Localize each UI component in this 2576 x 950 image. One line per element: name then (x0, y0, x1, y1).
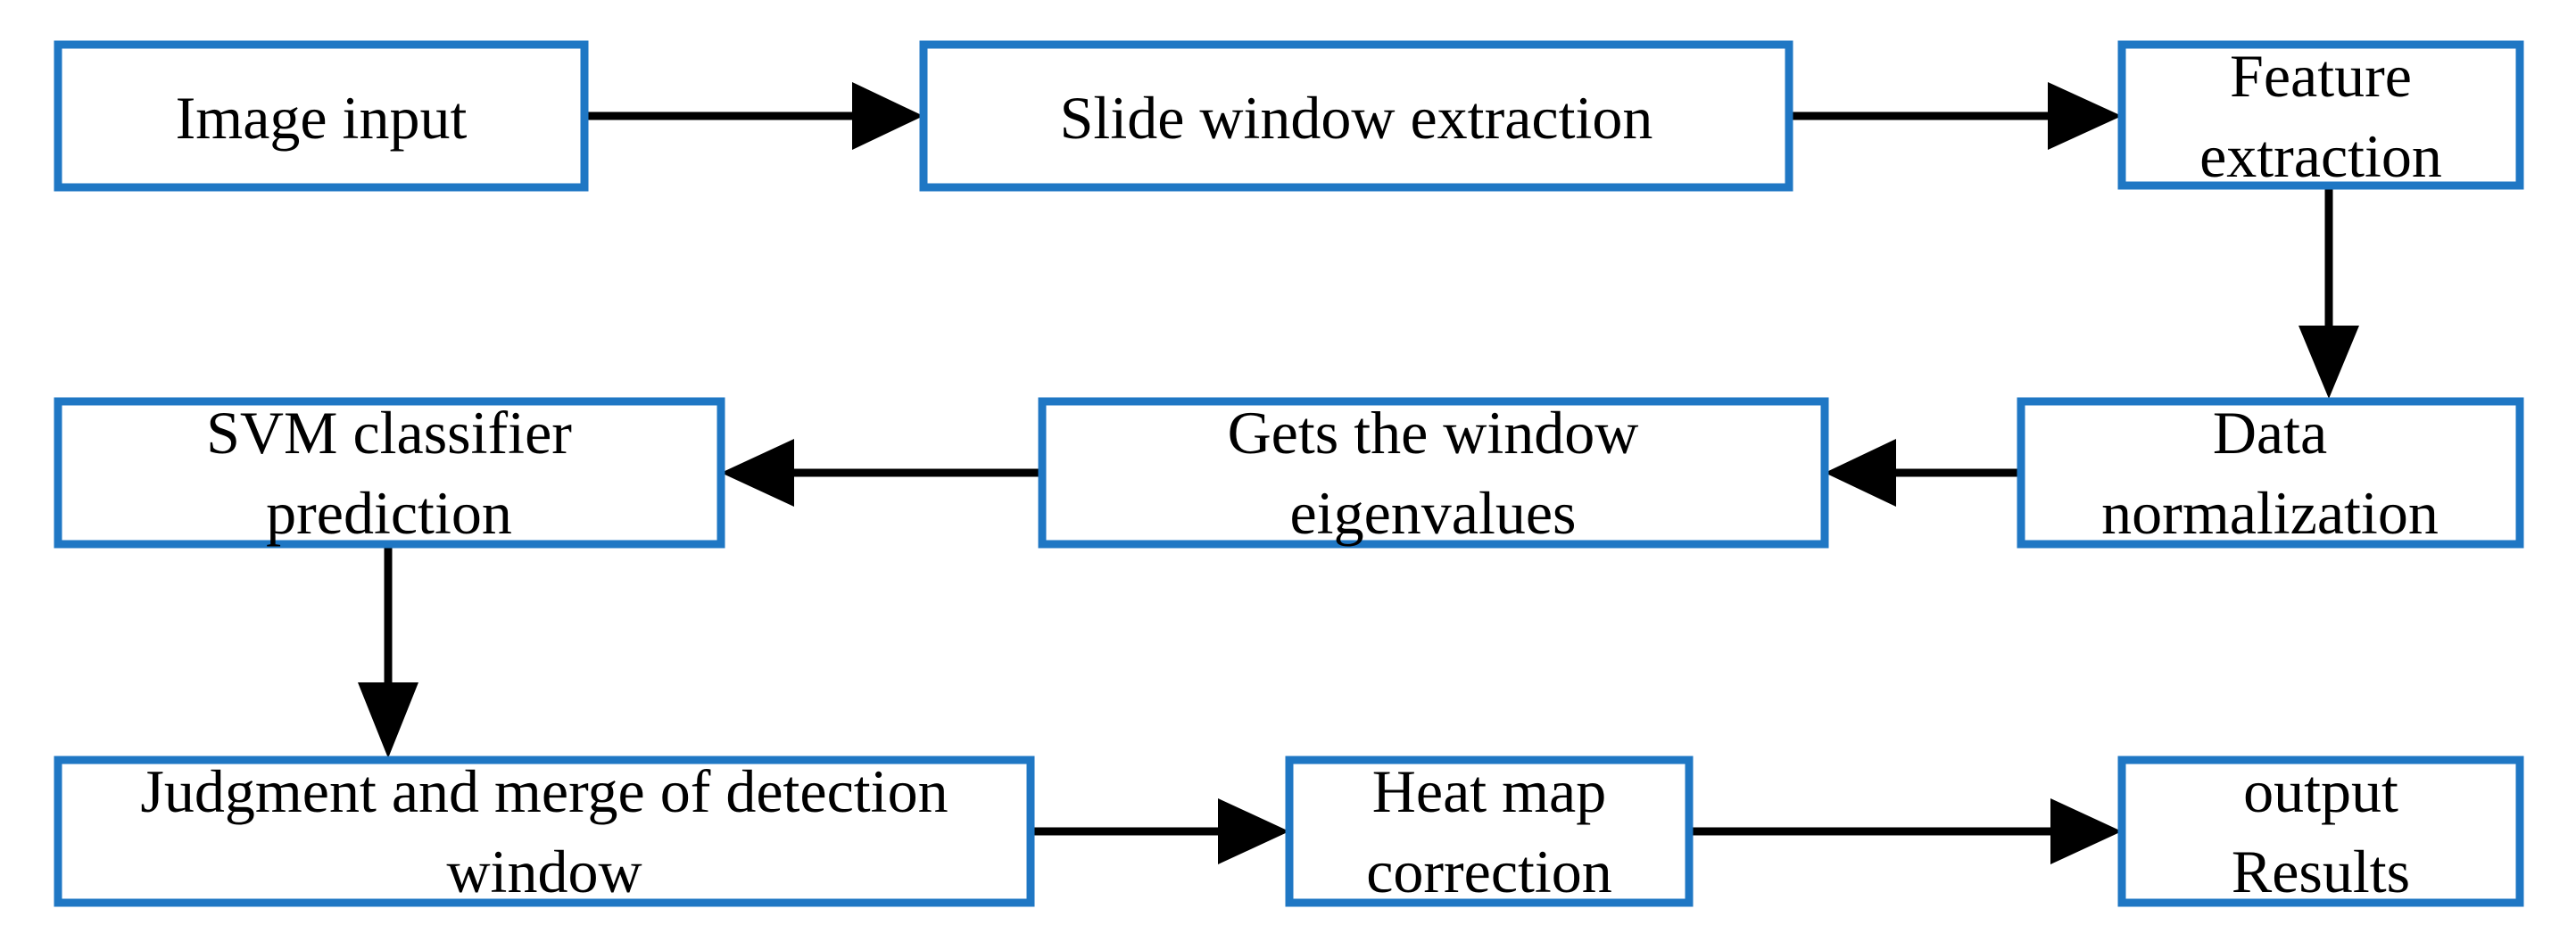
arrowhead-eigenvalues-to-svm-prediction (721, 439, 794, 507)
node-output-results: output Results (2117, 756, 2524, 907)
node-label-line: Judgment and merge of detection (140, 757, 948, 825)
node-box (919, 40, 1793, 192)
node-label-line: window (446, 838, 642, 905)
node-label-line: Results (2232, 838, 2410, 905)
node-judgment-merge-detection-window: Judgment and merge of detection window (54, 756, 1035, 907)
node-label-line: eigenvalues (1290, 479, 1577, 547)
node-box (54, 756, 1035, 907)
node-box (2117, 40, 2524, 190)
node-image-input: Image input (54, 40, 589, 192)
node-label-line: Image input (176, 84, 468, 152)
arrowhead-heat-map-to-output (2050, 798, 2122, 864)
arrowhead-data-normalization-to-eigenvalues (1825, 439, 1896, 507)
node-label-line: Heat map (1372, 757, 1606, 825)
node-label-line: Data (2213, 399, 2327, 467)
node-label-line: extraction (2199, 122, 2442, 190)
node-label-line: normalization (2101, 479, 2439, 547)
node-box (54, 397, 725, 549)
node-heat-map-correction: Heat map correction (1285, 756, 1694, 907)
node-box (54, 40, 589, 192)
arrowhead-svm-prediction-to-judgment-merge (358, 682, 418, 758)
node-label-line: prediction (266, 479, 512, 547)
node-box (2117, 756, 2524, 907)
node-box (1038, 397, 1829, 549)
node-box (1285, 756, 1694, 907)
arrowhead-feature-extraction-to-data-normalization (2299, 326, 2359, 399)
node-data-normalization: Data normalization (2017, 397, 2524, 549)
arrowhead-judgment-merge-to-heat-map (1218, 798, 1289, 864)
node-label-line: output (2243, 757, 2398, 825)
node-label-line: correction (1366, 838, 1612, 905)
arrowhead-image-input-to-slide-window (852, 82, 924, 150)
node-box (2017, 397, 2524, 549)
edges (358, 82, 2359, 864)
node-label-line: Slide window extraction (1060, 84, 1653, 152)
node-label-line: Feature (2230, 42, 2412, 110)
arrowhead-slide-window-to-feature-extraction (2048, 82, 2122, 150)
node-svm-classifier-prediction: SVM classifier prediction (54, 397, 725, 549)
node-slide-window-extraction: Slide window extraction (919, 40, 1793, 192)
node-label-line: Gets the window (1228, 399, 1639, 467)
node-feature-extraction: Feature extraction (2117, 40, 2524, 190)
node-label-line: SVM classifier (206, 399, 572, 467)
node-gets-window-eigenvalues: Gets the window eigenvalues (1038, 397, 1829, 549)
